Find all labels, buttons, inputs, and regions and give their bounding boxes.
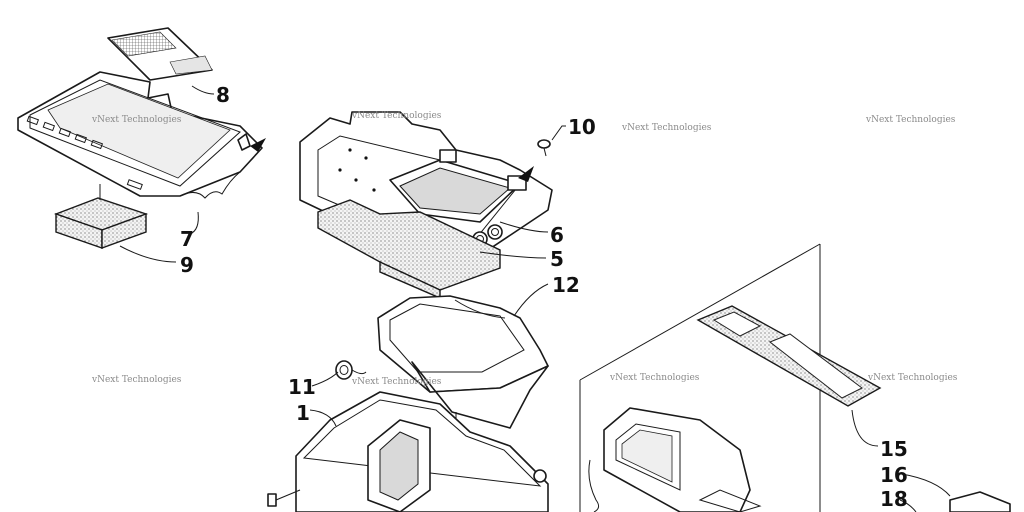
watermark-text: vNext Technologies bbox=[351, 111, 442, 121]
callout-10: 10 bbox=[568, 115, 596, 139]
foam-gasket-part-5 bbox=[317, 199, 501, 300]
arrow-indicator-icon bbox=[250, 138, 266, 152]
intake-duct-part bbox=[588, 407, 762, 512]
callout-9: 9 bbox=[180, 253, 194, 277]
watermark-text: vNext Technologies bbox=[351, 377, 442, 387]
callout-11: 11 bbox=[288, 375, 316, 399]
filter-gasket-part-15 bbox=[696, 305, 882, 407]
decal-part-8 bbox=[107, 27, 213, 81]
air-box-lid-part-12 bbox=[377, 295, 549, 480]
callout-labels: 8 10 7 9 6 5 12 11 1 15 16 18 bbox=[180, 83, 908, 511]
knob-part-11 bbox=[335, 360, 367, 380]
callout-12: 12 bbox=[552, 273, 580, 297]
watermark-text: vNext Technologies bbox=[621, 123, 712, 133]
watermark-group: vNext Technologies vNext Technologies vN… bbox=[91, 111, 958, 387]
watermark-text: vNext Technologies bbox=[865, 115, 956, 125]
callout-6: 6 bbox=[550, 223, 564, 247]
screw-part-10 bbox=[537, 139, 551, 157]
callout-7: 7 bbox=[180, 227, 194, 251]
watermark-text: vNext Technologies bbox=[91, 375, 182, 385]
callout-16: 16 bbox=[880, 463, 908, 487]
air-box-base-part-1 bbox=[267, 391, 549, 512]
watermark-text: vNext Technologies bbox=[91, 115, 182, 125]
arrow-indicator-icon bbox=[518, 166, 534, 182]
callout-8: 8 bbox=[216, 83, 230, 107]
bracket-part-16 bbox=[949, 491, 1011, 512]
callout-5: 5 bbox=[550, 247, 564, 271]
watermark-text: vNext Technologies bbox=[867, 373, 958, 383]
foam-pad-part-9 bbox=[53, 197, 149, 249]
callout-15: 15 bbox=[880, 437, 908, 461]
leader-lines bbox=[119, 85, 951, 512]
callout-1: 1 bbox=[296, 401, 310, 425]
console-cover-part-7 bbox=[17, 71, 263, 199]
watermark-text: vNext Technologies bbox=[609, 373, 700, 383]
callout-18: 18 bbox=[880, 487, 908, 511]
